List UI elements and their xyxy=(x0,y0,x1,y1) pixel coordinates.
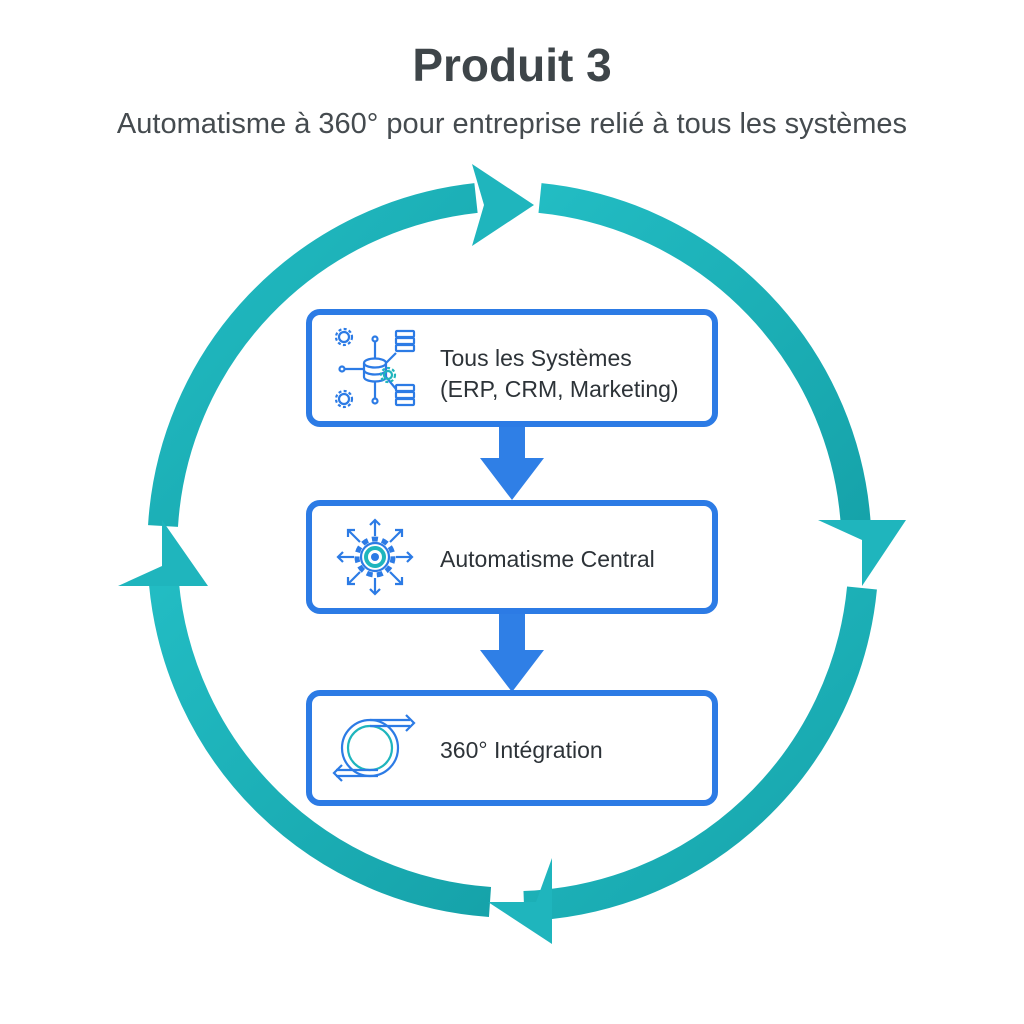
box-central-automation-label: Automatisme Central xyxy=(440,546,655,572)
database-network-icon xyxy=(334,327,416,409)
box-all-systems: Tous les Systèmes (ERP, CRM, Marketing) xyxy=(306,309,718,427)
cycle-arc-bottom-left xyxy=(149,582,492,917)
cycle-arc-top-right xyxy=(538,183,871,529)
arrowhead-left xyxy=(118,520,208,586)
arrowhead-bottom xyxy=(488,858,552,944)
cycle-arrows-icon xyxy=(332,714,416,782)
box-integration: 360° Intégration xyxy=(306,690,718,806)
cycle-arc-top-left xyxy=(148,183,478,527)
cycle-ring xyxy=(148,183,877,921)
arrowhead-top xyxy=(472,164,534,246)
flow-arrow-1 xyxy=(480,427,544,500)
flow-arrow-2 xyxy=(480,614,544,692)
cycle-arc-bottom-right xyxy=(523,586,877,921)
box-integration-label: 360° Intégration xyxy=(440,737,603,763)
box-all-systems-label: Tous les Systèmes (ERP, CRM, Marketing) xyxy=(440,343,679,405)
box-all-systems-line1: Tous les Systèmes xyxy=(440,345,632,371)
box-all-systems-line2: (ERP, CRM, Marketing) xyxy=(440,376,679,402)
box-central-automation: Automatisme Central xyxy=(306,500,718,614)
flow-arrows xyxy=(480,427,544,692)
gear-hub-icon xyxy=(336,518,414,596)
page-subtitle: Automatisme à 360° pour entreprise relié… xyxy=(116,108,908,140)
page-title: Produit 3 xyxy=(412,39,612,91)
cycle-arrowheads xyxy=(118,164,906,944)
arrowhead-right xyxy=(818,520,906,586)
